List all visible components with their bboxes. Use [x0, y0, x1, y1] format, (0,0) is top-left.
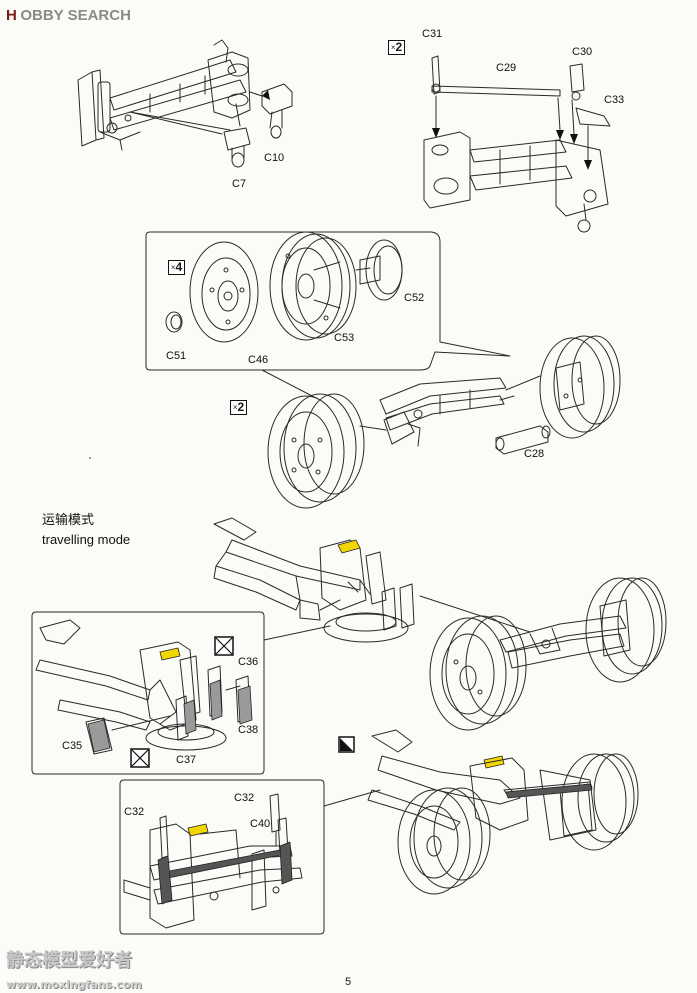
highlight-blocks — [159, 539, 505, 837]
cross-box-icon — [214, 636, 234, 656]
final-inset-filled — [157, 841, 293, 905]
part-label-c37: C37 — [176, 754, 197, 766]
half-triangle-box-icon — [338, 736, 355, 753]
part-label-c46: C46 — [248, 354, 269, 366]
watermark-site-name: 静态模型爱好者 — [6, 950, 132, 971]
brake-parts-filled — [87, 679, 253, 753]
part-label-c52: C52 — [404, 292, 425, 304]
part-label-c53: C53 — [334, 332, 355, 344]
multiplier-badge: ×2 — [388, 40, 405, 55]
section-title-cn: 运输模式 — [42, 513, 95, 528]
hobby-search-watermark: H OBBY SEARCH — [6, 6, 131, 24]
cross-box-icon — [130, 748, 150, 768]
part-label-c32-left: C32 — [124, 806, 145, 818]
moxingfans-watermark: 静态模型爱好者 www.moxingfans.com — [6, 946, 142, 993]
part-label-c35: C35 — [62, 740, 83, 752]
page-number: 5 — [345, 976, 352, 988]
step2-axle-drawing — [423, 55, 611, 233]
final-assembly-drawing — [367, 729, 639, 895]
final-rail-filled — [505, 783, 593, 799]
multiplier-badge: ×4 — [168, 260, 185, 275]
part-label-c51: C51 — [166, 350, 187, 362]
part-label-c10: C10 — [264, 152, 285, 164]
part-label-c29: C29 — [496, 62, 517, 74]
multiplier-badge: ×2 — [230, 400, 247, 415]
watermark-url: www.moxingfans.com — [6, 978, 142, 991]
part-label-c32-right: C32 — [234, 792, 255, 804]
part-label-c7: C7 — [232, 178, 247, 190]
part-label-c40: C40 — [250, 818, 271, 830]
step2-arrowheads — [262, 90, 592, 170]
part-label-c31: C31 — [422, 28, 443, 40]
hobby-search-logo-text: OBBY SEARCH — [20, 6, 131, 24]
part-label-c38: C38 — [238, 724, 259, 736]
travelling-mode-drawing — [213, 517, 667, 731]
wheel-inset-panel — [145, 231, 511, 399]
part-label-c36: C36 — [238, 656, 259, 668]
step1-axle-drawing — [77, 39, 293, 168]
hobby-search-logo-icon: H — [6, 6, 17, 24]
part-label-c28: C28 — [524, 448, 545, 460]
part-label-c30: C30 — [572, 46, 593, 58]
wheel-axle-drawing — [267, 335, 621, 509]
section-title-en: travelling mode — [42, 532, 131, 547]
part-label-c33: C33 — [604, 94, 625, 106]
